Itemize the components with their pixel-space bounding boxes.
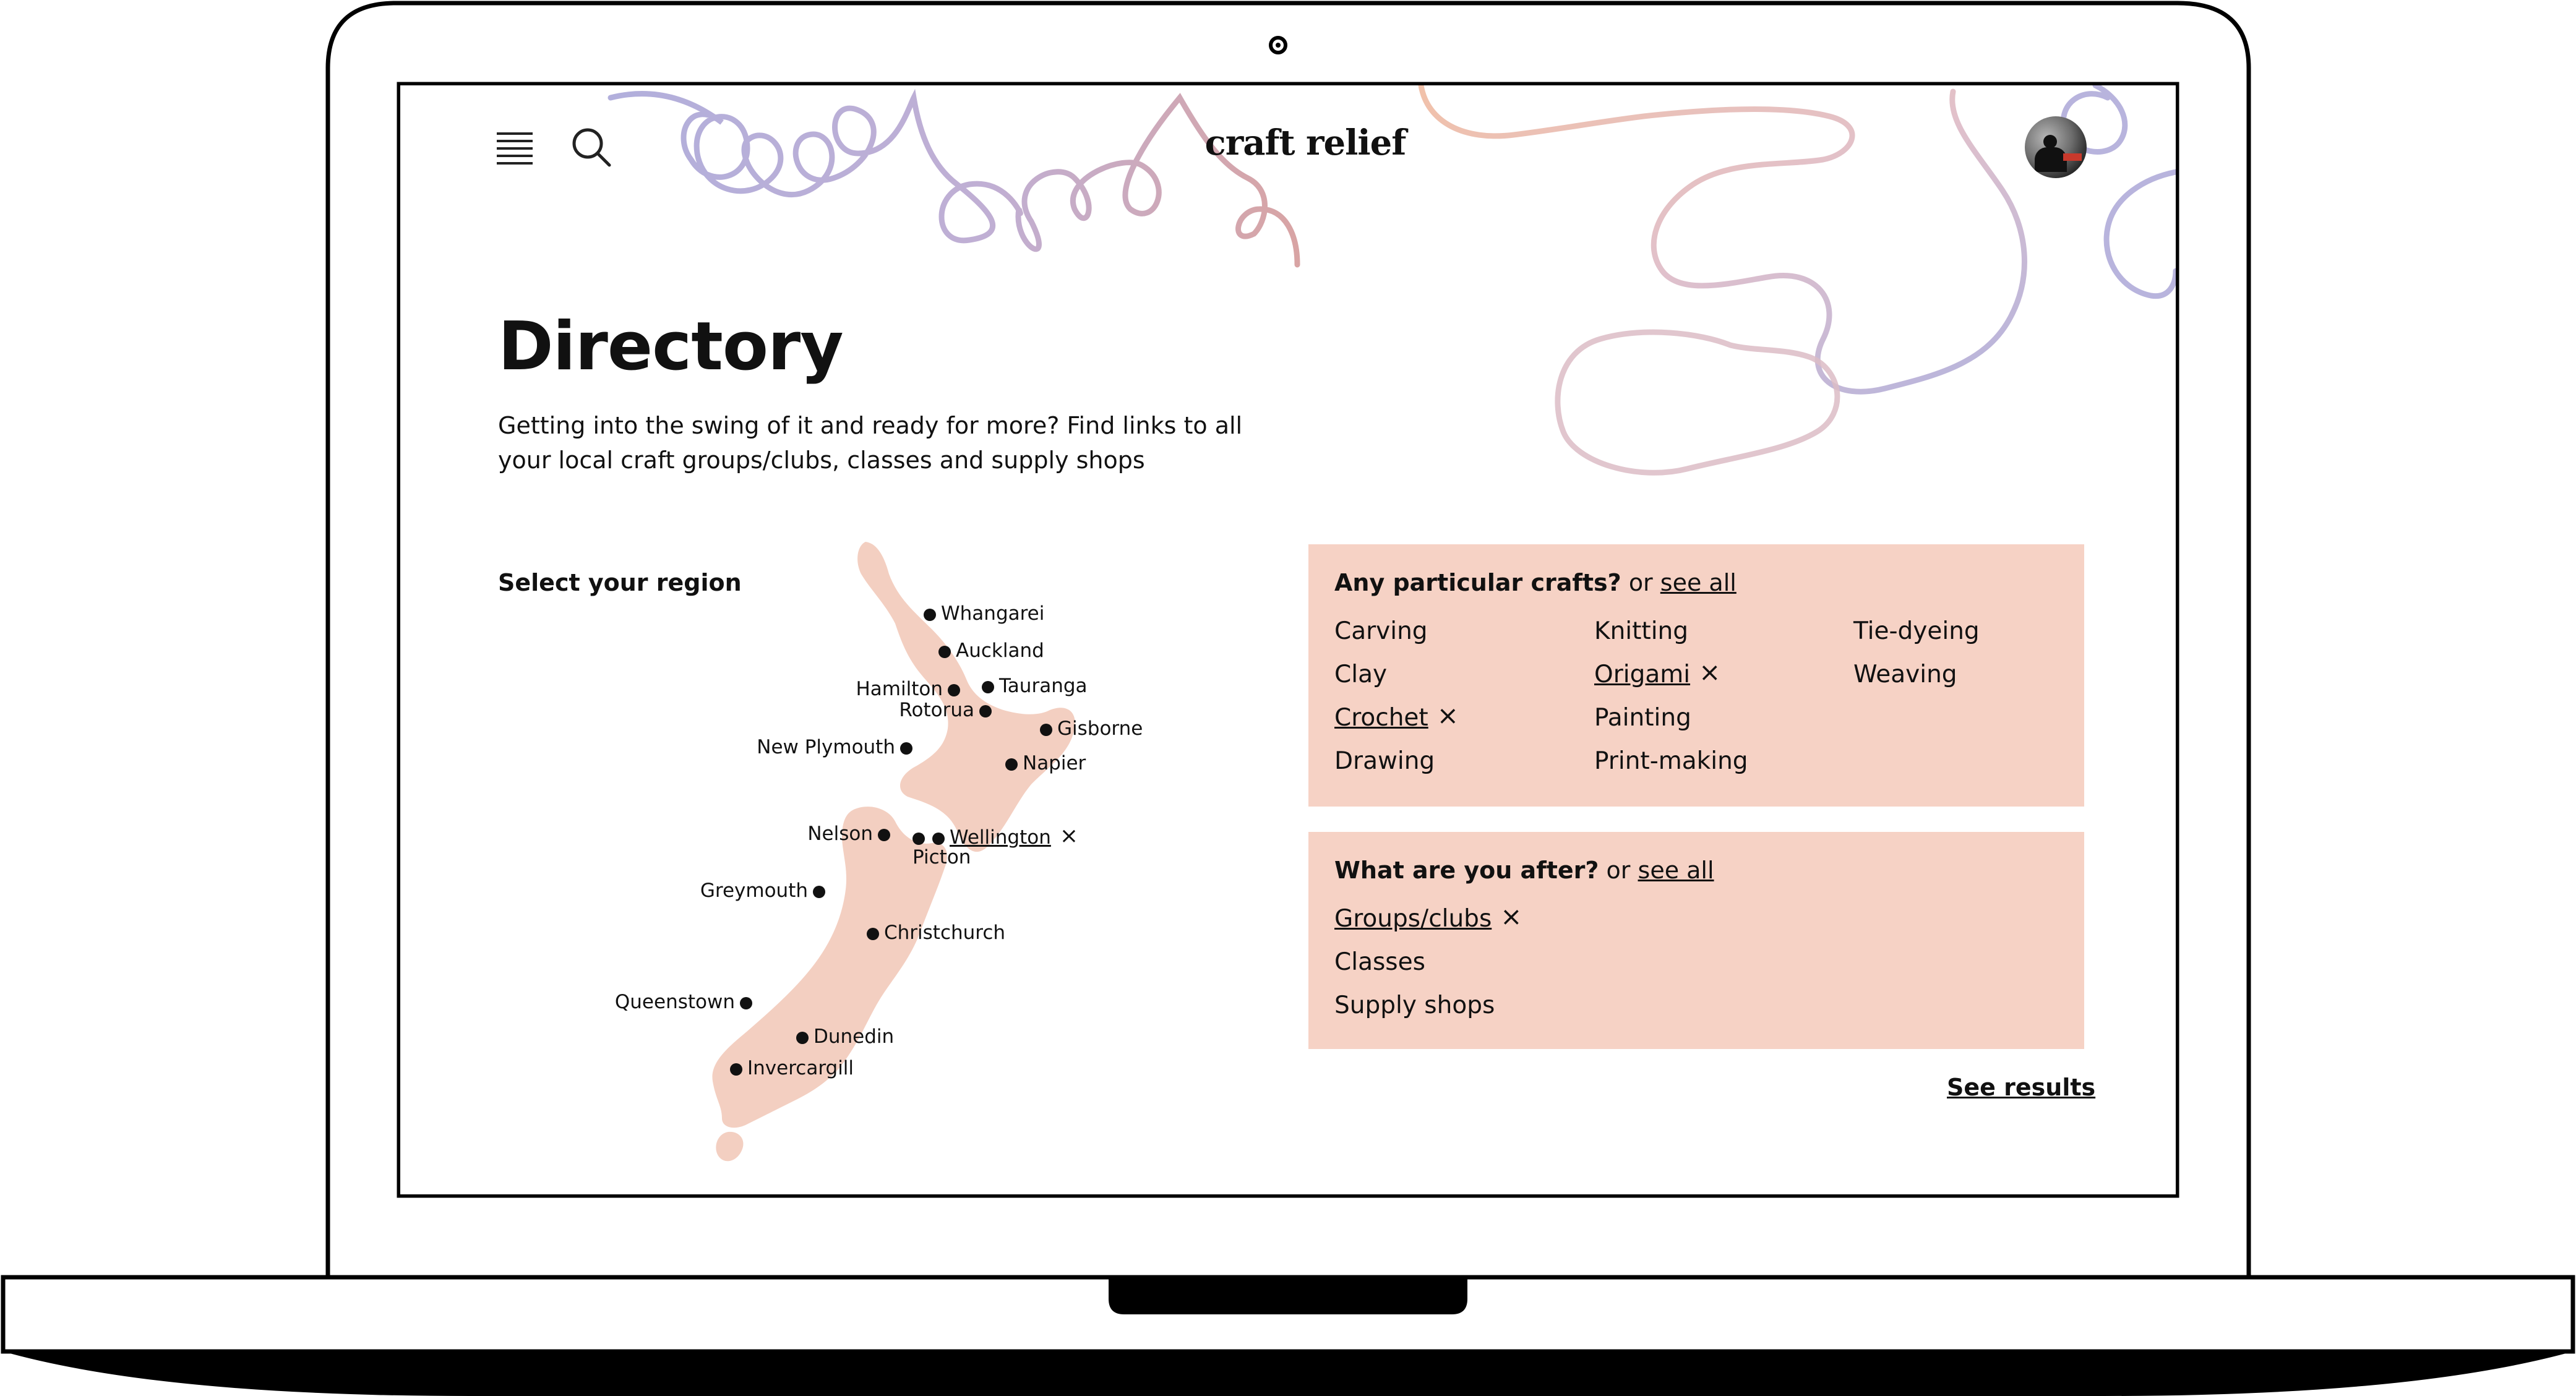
- city-label-auckland[interactable]: Auckland: [956, 640, 1044, 662]
- city-dot-dunedin[interactable]: [796, 1032, 809, 1044]
- city-label-tauranga[interactable]: Tauranga: [999, 675, 1088, 697]
- city-label-christchurch[interactable]: Christchurch: [884, 922, 1006, 944]
- city-label-invercargill[interactable]: Invercargill: [747, 1057, 854, 1079]
- city-dot-queenstown[interactable]: [740, 997, 752, 1009]
- craft-option-clay[interactable]: Clay: [1334, 661, 1388, 688]
- type-panel-heading: What are you after? or see all: [1334, 857, 1714, 884]
- craft-option-painting[interactable]: Painting: [1594, 704, 1691, 732]
- city-label-nelson[interactable]: Nelson: [807, 823, 873, 845]
- city-dot-rotorua[interactable]: [979, 705, 992, 717]
- south-island-shape: [712, 807, 947, 1128]
- search-icon[interactable]: [570, 126, 612, 168]
- app-screen: craft relief Directory Getting into the …: [400, 85, 2176, 1194]
- remove-groups-clubs-icon[interactable]: ×: [1500, 901, 1522, 931]
- city-label-hamilton[interactable]: Hamilton: [856, 678, 943, 700]
- city-dot-tauranga[interactable]: [982, 681, 994, 693]
- city-dot-whangarei[interactable]: [924, 609, 936, 621]
- craft-option-crochet[interactable]: Crochet: [1334, 704, 1428, 732]
- type-question: What are you after?: [1334, 857, 1599, 884]
- site-logo[interactable]: craft relief: [1204, 122, 1407, 163]
- crafts-question: Any particular crafts?: [1334, 569, 1621, 596]
- craft-option-weaving[interactable]: Weaving: [1853, 661, 1957, 688]
- intro-text: Getting into the swing of it and ready f…: [498, 412, 1243, 474]
- city-dot-gisborne[interactable]: [1040, 724, 1052, 736]
- decorative-scribbles: [608, 85, 2176, 476]
- city-label-wellington[interactable]: Wellington: [950, 826, 1051, 849]
- city-dot-invercargill[interactable]: [730, 1063, 742, 1076]
- camera-icon: [1269, 36, 1287, 54]
- user-avatar[interactable]: [2025, 116, 2087, 178]
- type-option-groups-clubs[interactable]: Groups/clubs: [1334, 905, 1492, 933]
- page-title: Directory: [498, 308, 844, 385]
- city-label-dunedin[interactable]: Dunedin: [814, 1026, 895, 1048]
- city-dot-nelson[interactable]: [878, 829, 890, 841]
- craft-option-carving[interactable]: Carving: [1334, 617, 1428, 645]
- remove-wellington-icon[interactable]: ×: [1059, 823, 1079, 849]
- crafts-see-all-link[interactable]: see all: [1660, 569, 1737, 596]
- city-label-gisborne[interactable]: Gisborne: [1057, 717, 1143, 740]
- city-label-new-plymouth[interactable]: New Plymouth: [757, 736, 895, 758]
- see-results-button[interactable]: See results: [1947, 1074, 2096, 1101]
- remove-crochet-icon[interactable]: ×: [1436, 700, 1459, 730]
- city-label-queenstown[interactable]: Queenstown: [614, 991, 735, 1013]
- city-dot-hamilton[interactable]: [948, 684, 960, 696]
- city-label-rotorua[interactable]: Rotorua: [899, 699, 974, 721]
- city-label-picton[interactable]: Picton: [912, 846, 971, 868]
- type-option-supply-shops[interactable]: Supply shops: [1334, 991, 1495, 1019]
- craft-option-drawing[interactable]: Drawing: [1334, 747, 1435, 775]
- craft-option-origami[interactable]: Origami: [1594, 661, 1691, 688]
- city-label-greymouth[interactable]: Greymouth: [700, 880, 808, 902]
- hamburger-menu-icon[interactable]: [494, 129, 535, 166]
- crafts-panel-heading: Any particular crafts? or see all: [1334, 569, 1737, 596]
- city-dot-christchurch[interactable]: [867, 928, 879, 940]
- remove-origami-icon[interactable]: ×: [1699, 657, 1721, 687]
- type-option-classes[interactable]: Classes: [1334, 948, 1425, 976]
- north-island-shape: [857, 542, 1075, 852]
- stewart-island-shape: [716, 1131, 744, 1162]
- region-heading: Select your region: [498, 569, 742, 596]
- city-dot-napier[interactable]: [1005, 758, 1018, 771]
- type-filter-panel: What are you after? or see all Groups/cl…: [1308, 832, 2084, 1049]
- craft-option-knitting[interactable]: Knitting: [1594, 617, 1689, 645]
- city-dot-new-plymouth[interactable]: [900, 742, 912, 755]
- city-dot-wellington[interactable]: [932, 833, 945, 845]
- craft-option-tie-dyeing[interactable]: Tie-dyeing: [1853, 617, 1980, 645]
- city-dot-auckland[interactable]: [938, 646, 951, 658]
- crafts-filter-panel: Any particular crafts? or see all Carvin…: [1308, 544, 2084, 807]
- craft-option-print-making[interactable]: Print-making: [1594, 747, 1748, 775]
- city-dot-greymouth[interactable]: [813, 886, 825, 898]
- city-dot-picton[interactable]: [912, 833, 925, 845]
- new-zealand-map: [712, 542, 1075, 1162]
- city-label-whangarei[interactable]: Whangarei: [941, 602, 1045, 625]
- city-label-napier[interactable]: Napier: [1023, 752, 1086, 774]
- type-see-all-link[interactable]: see all: [1638, 857, 1714, 884]
